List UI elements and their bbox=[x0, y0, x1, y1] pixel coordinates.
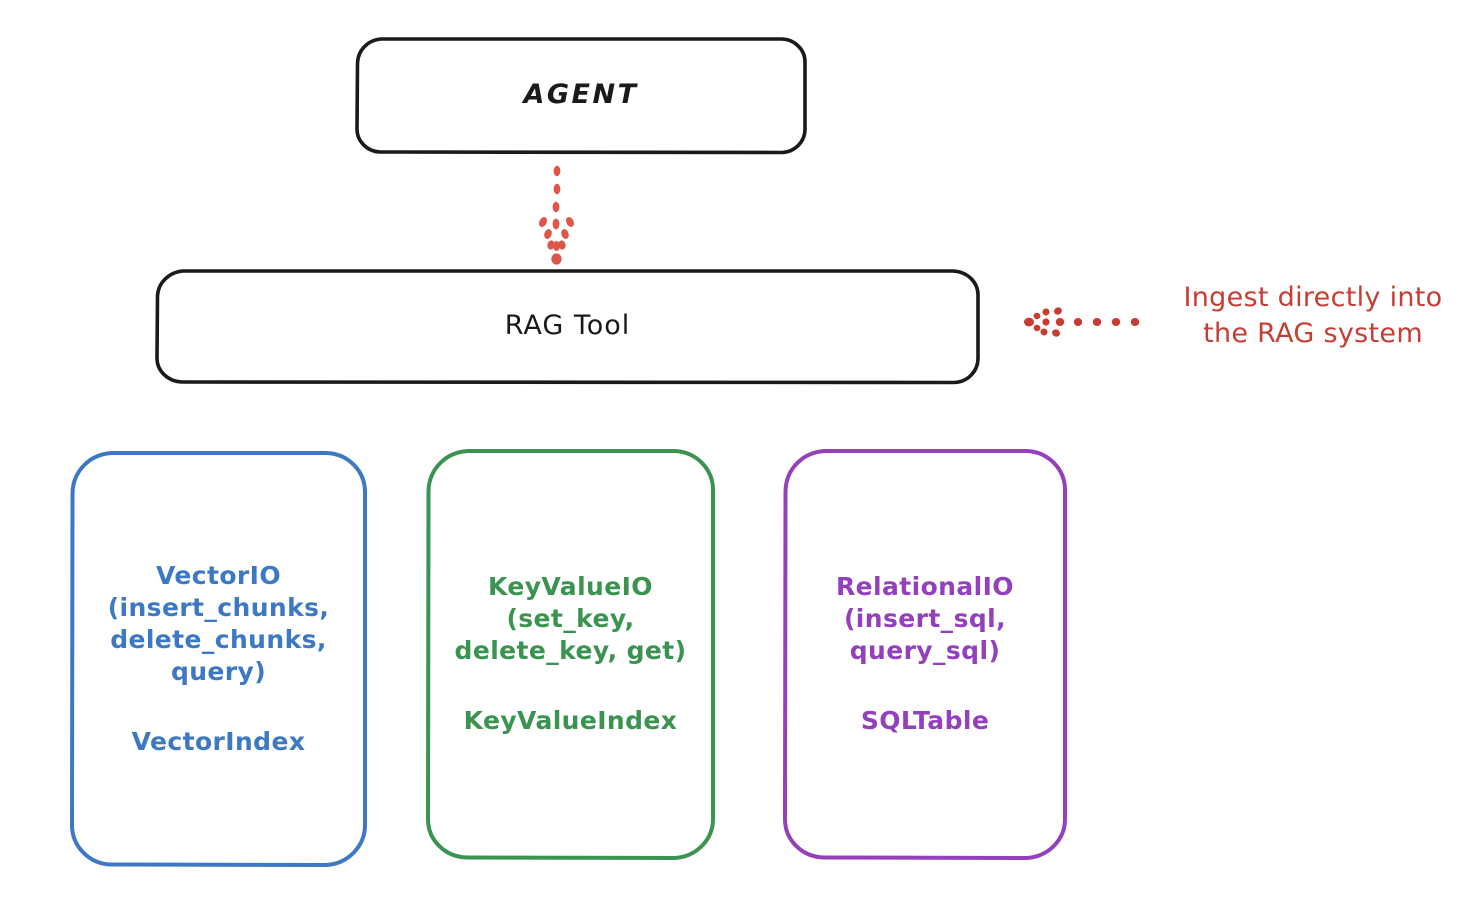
rag-tool-node[interactable]: RAG Tool bbox=[157, 270, 978, 382]
keyvalueio-label: KeyValueIO (set_key, delete_key, get) bbox=[454, 572, 687, 665]
agent-label: AGENT bbox=[523, 78, 639, 110]
agent-node[interactable]: AGENT bbox=[357, 38, 805, 152]
rag-tool-label: RAG Tool bbox=[504, 309, 631, 341]
keyvalueio-index-label: KeyValueIndex bbox=[463, 706, 678, 735]
relationalio-label: RelationalIO (insert_sql, query_sql) bbox=[836, 572, 1014, 665]
relationalio-box-outline bbox=[782, 449, 1068, 860]
ingest-annotation-text: Ingest directly into the RAG system bbox=[1183, 282, 1443, 349]
rag-tool-box-outline bbox=[155, 269, 980, 385]
agent-to-rag-connector-icon bbox=[538, 165, 575, 265]
vectorio-node[interactable]: VectorIO (insert_chunks, delete_chunks, … bbox=[72, 452, 365, 865]
vectorio-index-label: VectorIndex bbox=[131, 726, 306, 756]
agent-box-outline bbox=[355, 37, 807, 155]
relationalio-node[interactable]: RelationalIO (insert_sql, query_sql) SQL… bbox=[785, 450, 1065, 858]
keyvalueio-box-outline bbox=[425, 449, 716, 860]
vectorio-label: VectorIO (insert_chunks, delete_chunks, … bbox=[107, 560, 330, 686]
relationalio-index-label: SQLTable bbox=[860, 706, 990, 735]
vectorio-box-outline bbox=[69, 451, 368, 867]
keyvalueio-node[interactable]: KeyValueIO (set_key, delete_key, get) Ke… bbox=[428, 450, 713, 858]
ingest-connector-icon bbox=[1024, 307, 1140, 337]
